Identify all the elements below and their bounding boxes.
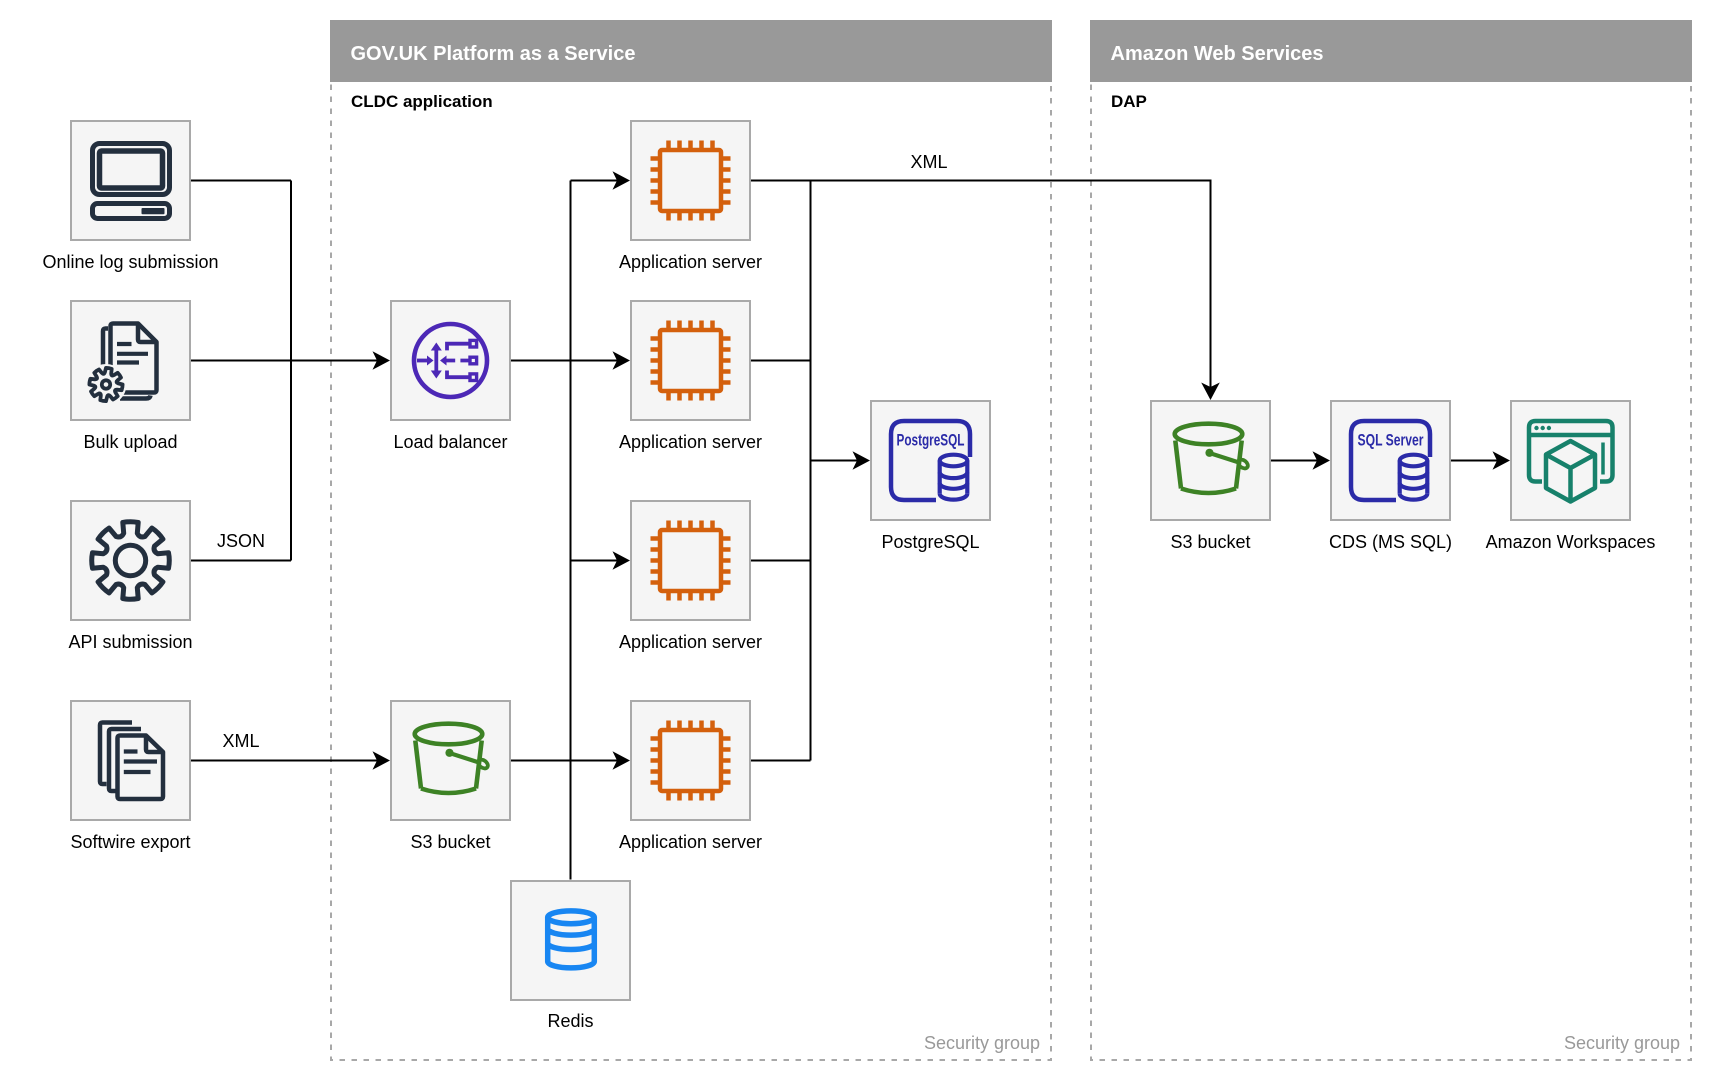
svg-text:XML: XML [910, 152, 947, 172]
svg-text:JSON: JSON [217, 531, 265, 551]
svg-text:Security group: Security group [924, 1033, 1040, 1053]
svg-text:S3 bucket: S3 bucket [410, 832, 490, 852]
svg-text:Security group: Security group [1564, 1033, 1680, 1053]
svg-text:Amazon Web Services: Amazon Web Services [1111, 43, 1324, 65]
svg-text:CLDC application: CLDC application [351, 92, 493, 111]
svg-text:PostgreSQL: PostgreSQL [897, 431, 965, 450]
svg-text:Application server: Application server [619, 832, 762, 852]
svg-text:S3 bucket: S3 bucket [1170, 532, 1250, 552]
svg-text:Application server: Application server [619, 252, 762, 272]
svg-text:Application server: Application server [619, 432, 762, 452]
svg-text:CDS (MS SQL): CDS (MS SQL) [1329, 532, 1452, 552]
svg-text:Online log submission: Online log submission [42, 252, 218, 272]
svg-text:Redis: Redis [547, 1011, 593, 1031]
svg-text:PostgreSQL: PostgreSQL [881, 532, 979, 552]
svg-text:Bulk upload: Bulk upload [83, 432, 177, 452]
svg-text:API submission: API submission [68, 632, 192, 652]
svg-text:Softwire export: Softwire export [70, 832, 190, 852]
svg-text:GOV.UK Platform as a Service: GOV.UK Platform as a Service [351, 43, 636, 65]
svg-text:SQL Server: SQL Server [1358, 431, 1424, 450]
svg-text:Application server: Application server [619, 632, 762, 652]
svg-text:Amazon Workspaces: Amazon Workspaces [1486, 532, 1656, 552]
svg-text:XML: XML [222, 731, 259, 751]
svg-text:Load balancer: Load balancer [393, 432, 507, 452]
svg-text:DAP: DAP [1111, 92, 1147, 111]
